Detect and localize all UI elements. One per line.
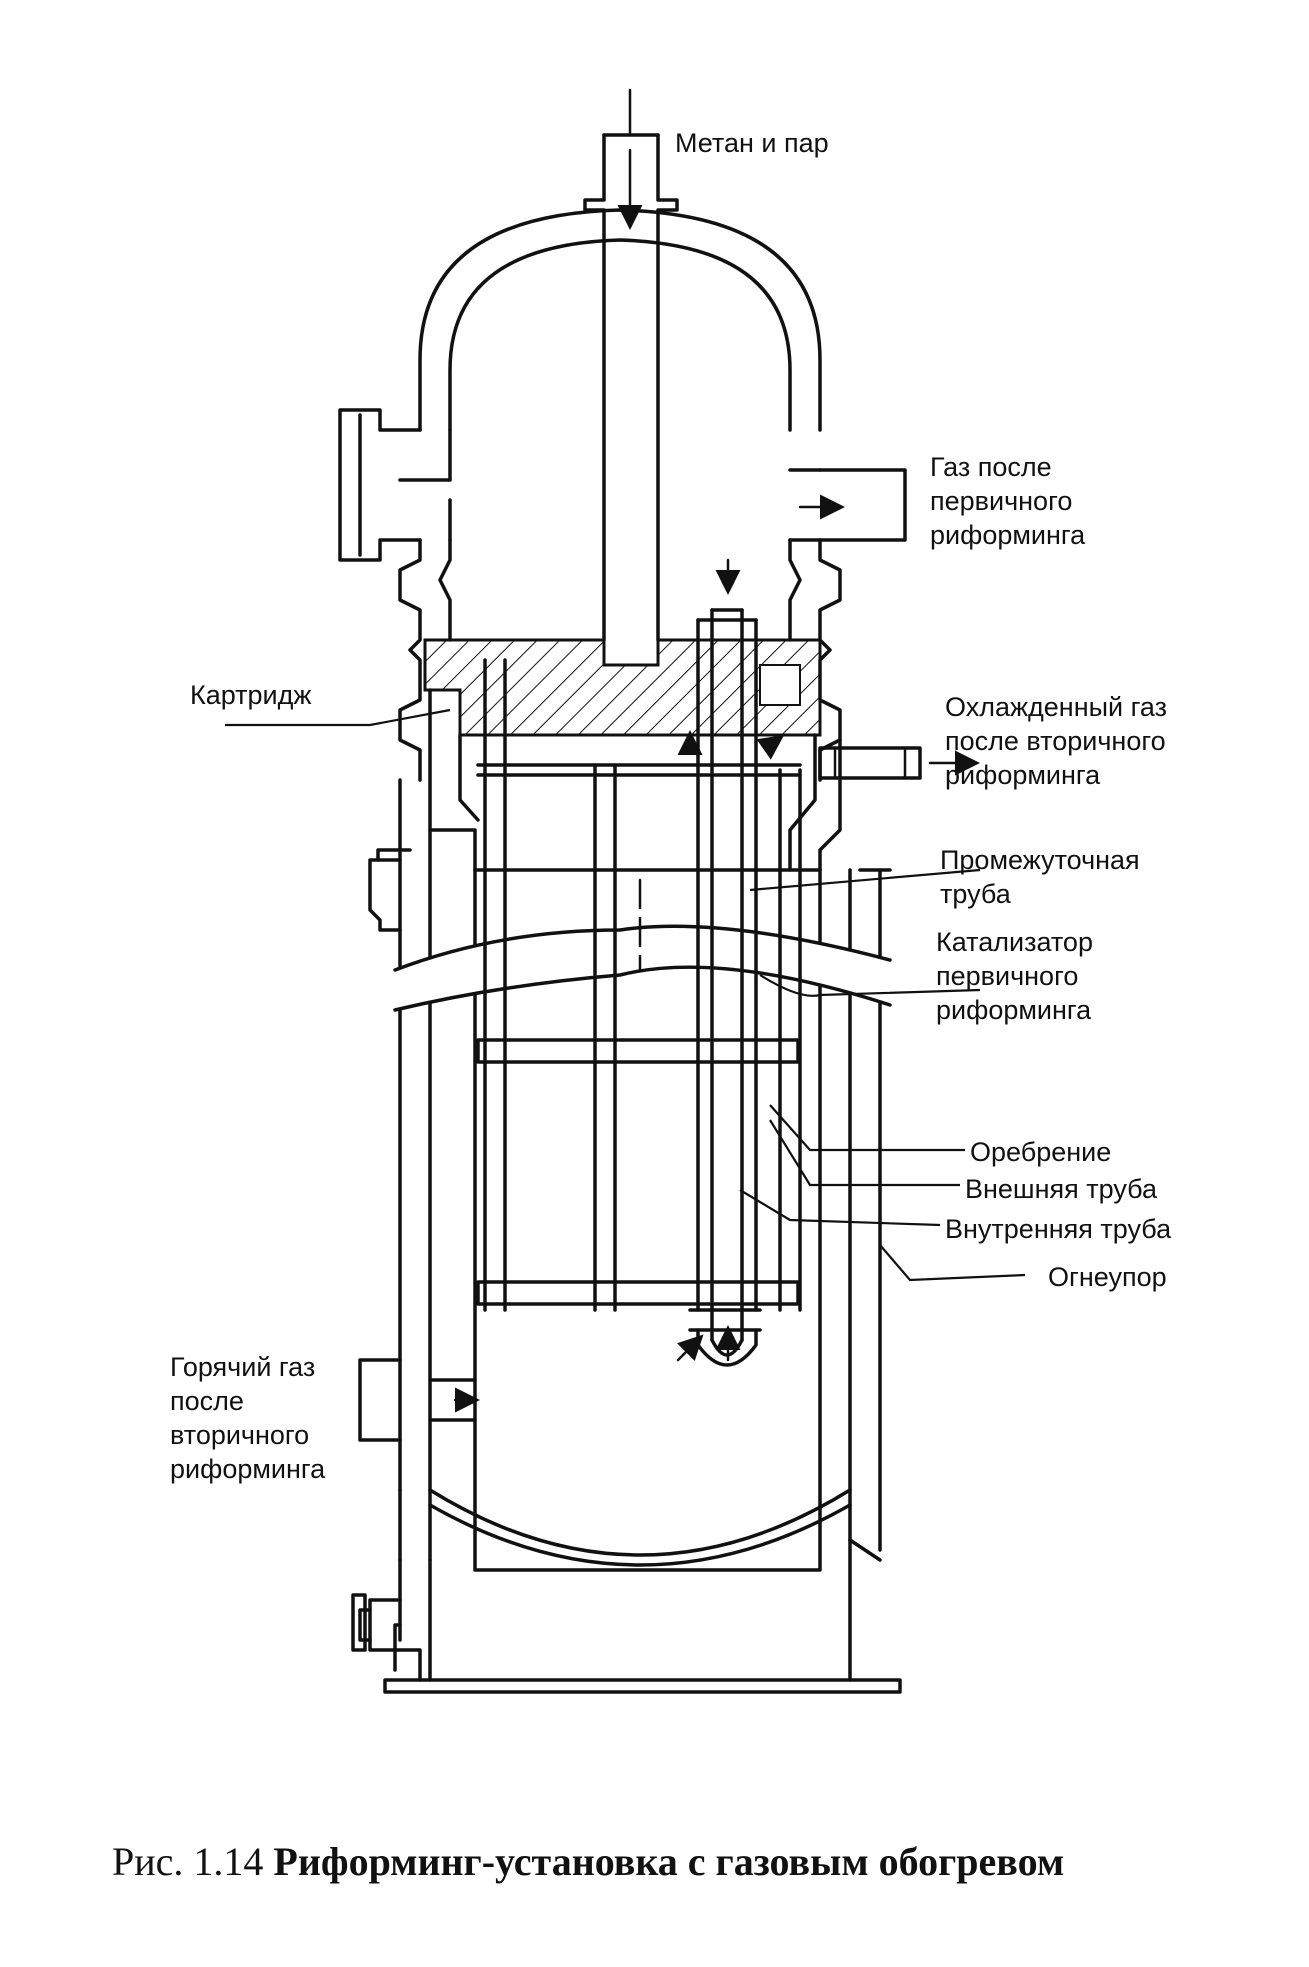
- label-finning: Оребрение: [970, 1137, 1112, 1167]
- tube-frame: [476, 658, 802, 1312]
- label-line: после: [170, 1386, 244, 1416]
- break-line: [393, 878, 892, 1012]
- label-refractory: Огнеупор: [1048, 1262, 1167, 1292]
- label-hot-gas: Горячий газ после вторичного риформинга: [170, 1350, 325, 1486]
- bottom-head: [428, 1488, 852, 1567]
- label-outer-tube: Внешняя труба: [965, 1174, 1157, 1204]
- label-line: Катализатор: [936, 927, 1093, 957]
- label-line: риформинга: [945, 760, 1101, 790]
- label-intermediate-tube: Промежуточная труба: [940, 843, 1140, 911]
- outer-shell-left: [398, 778, 432, 1562]
- label-line: риформинга: [930, 520, 1086, 550]
- skirt-base: [383, 1538, 902, 1694]
- label-line: Промежуточная: [940, 845, 1140, 875]
- label-primary-catalyst: Катализатор первичного риформинга: [936, 925, 1093, 1027]
- label-line: первичного: [930, 486, 1073, 516]
- bottom-left-fitting: [351, 1593, 422, 1682]
- label-line: риформинга: [936, 995, 1092, 1025]
- label-cooled-gas: Охлажденный газ после вторичного риформи…: [945, 690, 1167, 792]
- cartridge-plate: [423, 638, 822, 737]
- caption-number: Рис. 1.14: [112, 1839, 264, 1884]
- label-cartridge: Картридж: [190, 680, 312, 710]
- label-line: труба: [940, 879, 1011, 909]
- figure-caption: Рис. 1.14 Риформинг-установка с газовым …: [112, 1838, 1064, 1885]
- hot-gas-nozzle: [358, 1358, 480, 1442]
- caption-title: Риформинг-установка с газовым обогревом: [273, 1839, 1065, 1884]
- label-line: первичного: [936, 961, 1079, 991]
- label-line: Охлажденный газ: [945, 692, 1167, 722]
- inlet-pipe: [583, 88, 679, 642]
- dome: [418, 208, 822, 432]
- bayonet-tube: [676, 558, 785, 1367]
- label-line: вторичного: [170, 1420, 310, 1450]
- leader-lines: [225, 708, 1026, 1282]
- label-inner-tube: Внутренняя труба: [945, 1214, 1172, 1244]
- label-methane-steam: Метан и пар: [675, 128, 829, 158]
- cooled-gas-nozzle: [818, 746, 980, 780]
- label-line: риформинга: [170, 1454, 326, 1484]
- label-gas-after-primary: Газ после первичного риформинга: [930, 450, 1085, 552]
- label-line: после вторичного: [945, 726, 1166, 756]
- left-flange-nozzle: [338, 408, 452, 562]
- label-line: Газ после: [930, 452, 1052, 482]
- primary-outlet-nozzle: [788, 468, 907, 542]
- label-line: Горячий газ: [170, 1352, 316, 1382]
- upper-left-fitting: [368, 848, 412, 932]
